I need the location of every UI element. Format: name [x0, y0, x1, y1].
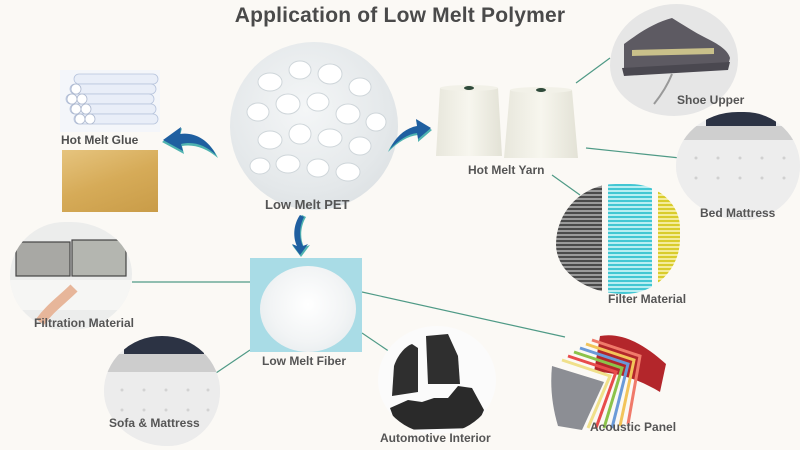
acoustic-panel-label: Acoustic Panel	[590, 420, 677, 434]
acoustic-panel-node	[548, 326, 668, 430]
low-melt-fiber-node	[250, 258, 362, 352]
arrow-down-icon	[292, 215, 310, 257]
felt-sheets-image	[551, 335, 666, 430]
bed-mattress-node	[676, 112, 800, 220]
car-mats-image	[390, 334, 484, 430]
shoe-upper-label: Shoe Upper	[677, 93, 745, 107]
filter-gray-panel	[556, 184, 602, 294]
page-title: Application of Low Melt Polymer	[234, 4, 566, 27]
filter-cyan-panel	[608, 184, 652, 294]
glue-sheet-image	[62, 150, 158, 212]
low-melt-fiber-label: Low Melt Fiber	[262, 354, 346, 368]
automotive-interior-label: Automotive Interior	[380, 431, 491, 445]
filtration-image	[10, 239, 132, 326]
pet-pellets-image	[246, 60, 387, 182]
fiber-cotton-image	[260, 266, 356, 352]
glue-sticks-image	[60, 70, 160, 132]
filtration-material-label: Filtration Material	[34, 316, 135, 330]
hot-melt-glue-group: Hot Melt Glue	[60, 70, 160, 212]
yarn-cones-image	[436, 85, 578, 158]
shoe-image	[622, 18, 730, 105]
hot-melt-glue-label: Hot Melt Glue	[61, 133, 139, 147]
arrow-right-icon	[388, 119, 432, 152]
arrow-left-icon	[162, 127, 218, 158]
sofa-mattress-label: Sofa & Mattress	[109, 416, 200, 430]
automotive-interior-node	[378, 326, 496, 434]
filter-material-label: Filter Material	[608, 292, 687, 306]
hot-melt-yarn-label: Hot Melt Yarn	[468, 163, 545, 177]
filter-yellow-panel	[658, 184, 680, 294]
hot-melt-yarn-group: Hot Melt Yarn	[432, 84, 582, 184]
filtration-material-node	[10, 222, 132, 330]
low-melt-pet-node	[230, 42, 398, 210]
low-melt-pet-label: Low Melt PET	[265, 197, 350, 212]
bed-mattress-label: Bed Mattress	[700, 206, 776, 220]
filter-material-node	[556, 184, 680, 294]
shoe-upper-node	[610, 4, 738, 116]
bed-mattress-image	[676, 112, 800, 220]
